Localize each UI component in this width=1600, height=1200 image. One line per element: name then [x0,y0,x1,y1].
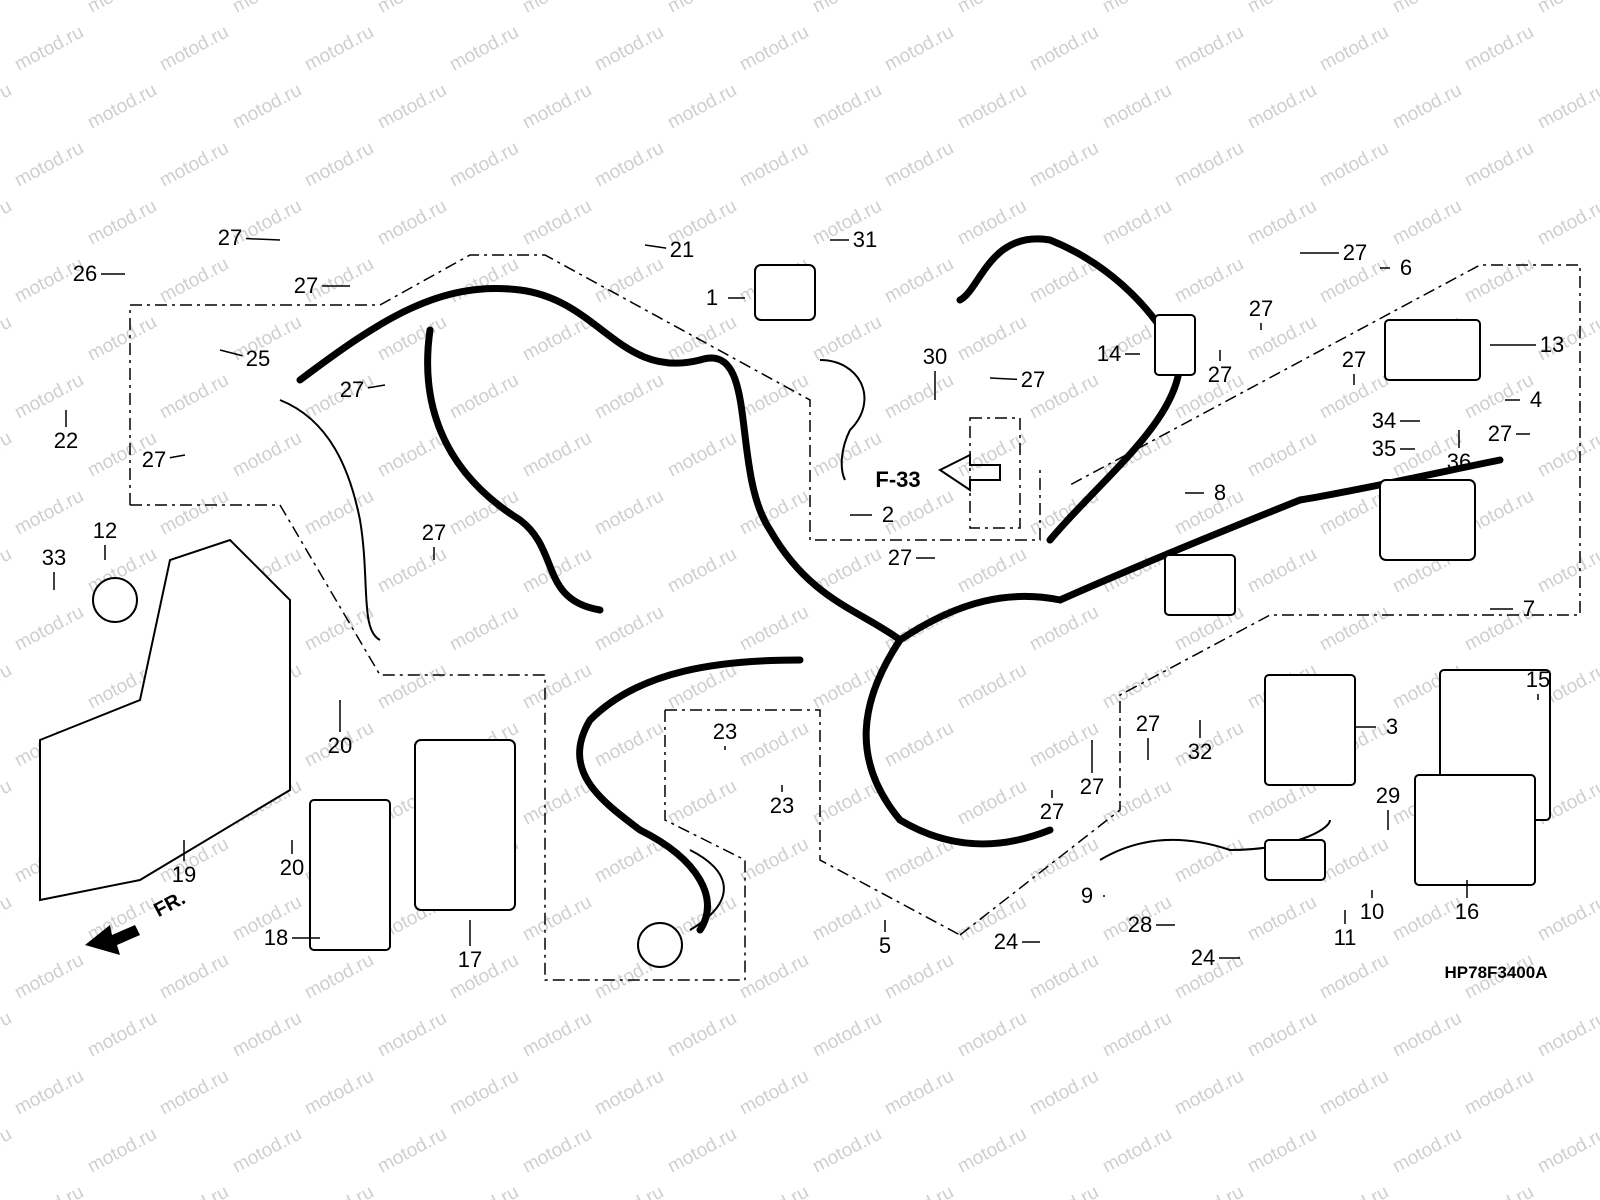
part-callout[interactable]: 33 [41,545,67,570]
part-callout[interactable]: 27 [141,447,167,472]
part-callout[interactable]: 26 [72,261,98,286]
part-callout[interactable]: 27 [1207,362,1233,387]
reference-arrow [938,453,1001,492]
part-callout[interactable]: 19 [171,862,197,887]
part-callout[interactable]: 35 [1371,436,1397,461]
part-callout[interactable]: 27 [1135,711,1161,736]
part-callout[interactable]: 27 [339,377,365,402]
part-callout[interactable]: 11 [1333,925,1357,950]
leader-line [989,377,1018,381]
part-callout[interactable]: 27 [1248,296,1274,321]
part-callout[interactable]: 27 [1342,240,1368,265]
part-callout[interactable]: 27 [1341,347,1367,372]
part-callout[interactable]: 10 [1359,899,1385,924]
part-callout[interactable]: 32 [1187,739,1213,764]
part-callout[interactable]: 8 [1213,480,1227,505]
part-callout[interactable]: 20 [279,855,305,880]
part-callout[interactable]: 5 [878,933,892,958]
part-callout[interactable]: 20 [327,733,353,758]
wire-harness [296,235,1504,934]
part-callout[interactable]: 17 [457,947,483,972]
thin-wires [279,359,1331,931]
part-callout[interactable]: 36 [1446,449,1472,474]
part-callout[interactable]: 29 [1375,783,1401,808]
part-callout[interactable]: 28 [1127,912,1153,937]
part-callout[interactable]: 3 [1385,714,1399,739]
leader-line [245,237,281,241]
part-callout[interactable]: 1 [705,285,719,310]
part-callout[interactable]: 34 [1371,408,1397,433]
part-callout[interactable]: 27 [217,225,243,250]
part-callout[interactable]: 27 [1020,367,1046,392]
part-callout[interactable]: 4 [1529,387,1543,412]
part-callout[interactable]: 27 [1079,774,1105,799]
part-callout[interactable]: 16 [1454,899,1480,924]
leader-line [367,384,386,389]
part-callout[interactable]: 24 [993,929,1019,954]
part-callout[interactable]: 13 [1539,332,1565,357]
part-callout[interactable]: 30 [922,344,948,369]
diagram-code: HP78F3400A [1444,963,1548,982]
part-callout[interactable]: 18 [263,925,289,950]
reference-label[interactable]: F-33 [875,467,921,492]
leader-line [219,349,243,357]
part-callout[interactable]: 27 [1487,421,1513,446]
part-callout[interactable]: 27 [421,520,447,545]
part-callout[interactable]: 21 [669,237,695,262]
components [39,264,1551,968]
leader-line [169,454,186,459]
leader-line [644,244,667,249]
leader-lines [53,237,1539,959]
part-callout[interactable]: 15 [1525,667,1551,692]
part-callout[interactable]: 9 [1080,883,1094,908]
part-callout[interactable]: 27 [887,545,913,570]
part-callout[interactable]: 22 [53,428,79,453]
part-callout[interactable]: 25 [245,346,271,371]
part-callout[interactable]: 7 [1522,596,1536,621]
part-callout[interactable]: 2 [881,502,895,527]
group-outlines [129,254,1581,981]
part-callout[interactable]: 27 [1039,799,1065,824]
part-callout[interactable]: 23 [769,793,795,818]
front-arrow [85,925,140,955]
part-callout[interactable]: 24 [1190,945,1216,970]
part-callout[interactable]: 14 [1096,341,1122,366]
part-callout[interactable]: 31 [852,227,878,252]
part-callout[interactable]: 27 [293,273,319,298]
part-callout[interactable]: 6 [1399,255,1413,280]
part-callout[interactable]: 23 [712,719,738,744]
part-callout[interactable]: 12 [92,518,118,543]
